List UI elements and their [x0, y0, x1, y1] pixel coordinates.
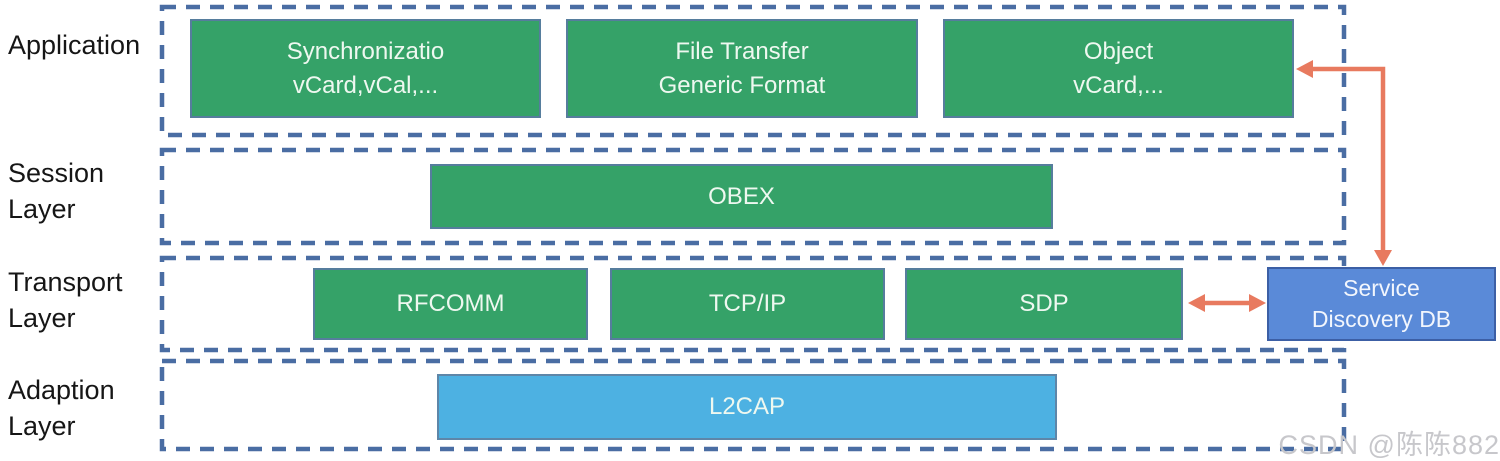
- box-text-line: TCP/IP: [708, 290, 787, 317]
- layer-label-application: Application: [8, 30, 141, 60]
- layer-label-adaption: Adaption Layer: [8, 375, 115, 441]
- box-object: Object vCard,...: [943, 19, 1294, 118]
- layer-label-session: Session Layer: [8, 158, 105, 224]
- box-sdp: SDP: [905, 268, 1183, 340]
- watermark: CSDN @陈陈882: [1278, 430, 1500, 460]
- arrowhead-left-icon: [1296, 60, 1313, 78]
- arrowhead-down-icon: [1374, 250, 1392, 266]
- box-text-line: RFCOMM: [396, 290, 505, 317]
- arrowhead-right-icon: [1249, 294, 1266, 312]
- box-l2cap: L2CAP: [437, 374, 1057, 440]
- box-text-line: Service: [1343, 275, 1420, 301]
- box-service-discovery-db: Service Discovery DB: [1267, 267, 1496, 341]
- box-rfcomm: RFCOMM: [313, 268, 588, 340]
- layer-label-transport: Transport Layer: [8, 267, 123, 333]
- box-file-transfer: File Transfer Generic Format: [566, 19, 918, 118]
- arrowhead-left-icon: [1188, 294, 1205, 312]
- box-text-line: Synchronizatio: [286, 37, 445, 65]
- box-text-line: File Transfer: [675, 37, 809, 65]
- arrow-sdp-servicedb: [1188, 294, 1266, 312]
- box-text-line: OBEX: [708, 182, 775, 210]
- box-text-line: vCard,...: [1073, 71, 1164, 99]
- box-text-line: L2CAP: [708, 393, 786, 420]
- box-text-line: Object: [1083, 37, 1154, 65]
- box-synchronization: Synchronizatio vCard,vCal,...: [190, 19, 541, 118]
- box-text-line: Discovery DB: [1311, 306, 1452, 332]
- box-text-line: SDP: [1019, 290, 1069, 317]
- box-obex: OBEX: [430, 164, 1053, 229]
- box-text-line: vCard,vCal,...: [292, 71, 439, 99]
- arrow-servicedb-to-object: [1296, 60, 1392, 266]
- box-tcpip: TCP/IP: [610, 268, 885, 340]
- box-text-line: Generic Format: [658, 71, 826, 99]
